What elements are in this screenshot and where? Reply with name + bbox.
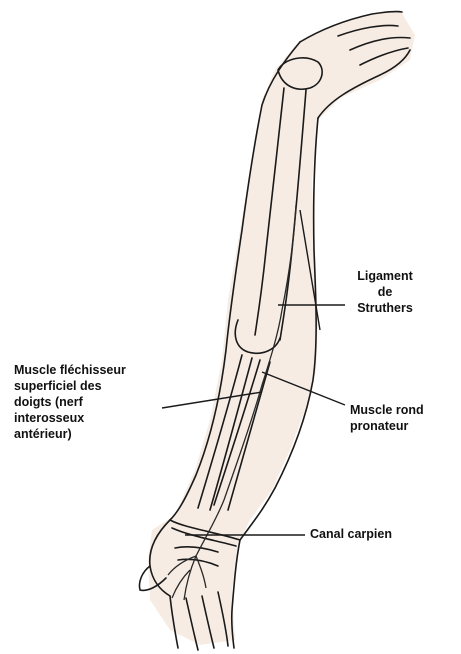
label-ligament-struthers: Ligament de Struthers bbox=[345, 268, 425, 316]
label-muscle-rond-pronateur: Muscle rond pronateur bbox=[350, 402, 424, 434]
label-canal-carpien: Canal carpien bbox=[310, 526, 392, 542]
label-muscle-flechisseur: Muscle fléchisseur superficiel des doigt… bbox=[14, 362, 126, 442]
